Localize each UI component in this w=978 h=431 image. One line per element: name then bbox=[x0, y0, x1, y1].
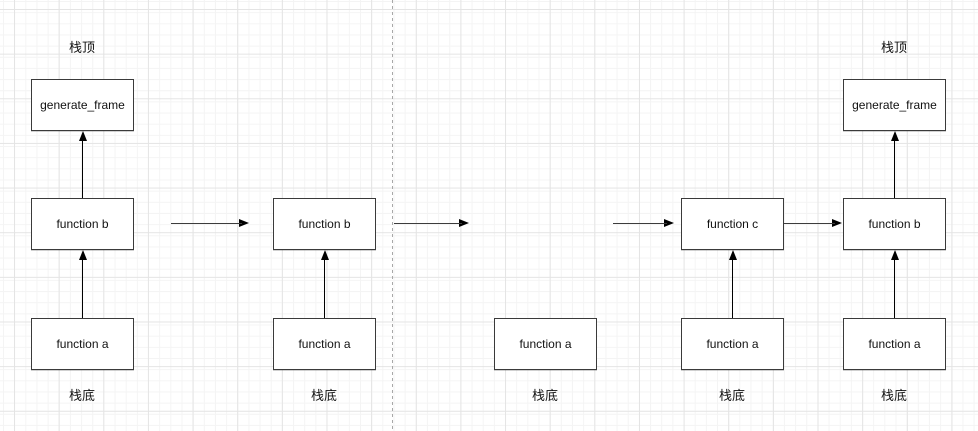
stack4-frame-function-c: function c bbox=[681, 198, 784, 250]
stack1-frame-function-b: function b bbox=[31, 198, 134, 250]
arrow-right-connector bbox=[171, 218, 249, 229]
stack5-top-label: 栈顶 bbox=[880, 40, 908, 55]
stack2-bottom-label: 栈底 bbox=[310, 388, 338, 403]
arrow-up-connector bbox=[77, 250, 88, 318]
stack1-frame-generate-frame: generate_frame bbox=[31, 79, 134, 131]
arrow-right-connector bbox=[784, 218, 842, 229]
stack5-frame-function-a: function a bbox=[843, 318, 946, 370]
arrow-up-connector bbox=[77, 131, 88, 198]
arrow-up-connector bbox=[889, 250, 900, 318]
stack1-top-label: 栈顶 bbox=[68, 40, 96, 55]
arrow-up-connector bbox=[319, 250, 330, 318]
stack3-frame-function-a: function a bbox=[494, 318, 597, 370]
stack4-bottom-label: 栈底 bbox=[718, 388, 746, 403]
arrow-up-connector bbox=[889, 131, 900, 198]
arrow-right-connector bbox=[613, 218, 674, 229]
stack1-frame-function-a: function a bbox=[31, 318, 134, 370]
stack5-frame-function-b: function b bbox=[843, 198, 946, 250]
stack4-frame-function-a: function a bbox=[681, 318, 784, 370]
stack5-bottom-label: 栈底 bbox=[880, 388, 908, 403]
dashed-divider-line bbox=[392, 0, 393, 431]
stack1-bottom-label: 栈底 bbox=[68, 388, 96, 403]
stack2-frame-function-a: function a bbox=[273, 318, 376, 370]
stack5-frame-generate-frame: generate_frame bbox=[843, 79, 946, 131]
arrow-right-connector bbox=[394, 218, 469, 229]
arrow-up-connector bbox=[727, 250, 738, 318]
stack3-bottom-label: 栈底 bbox=[531, 388, 559, 403]
stack2-frame-function-b: function b bbox=[273, 198, 376, 250]
